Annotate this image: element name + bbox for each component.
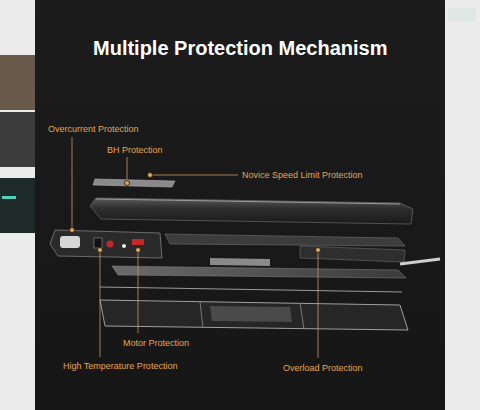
circuit-board: [210, 258, 270, 266]
base-frame: [100, 300, 408, 330]
leader-line: [318, 250, 319, 358]
leader-dot: [316, 248, 321, 253]
leader-line: [127, 157, 128, 183]
leader-dots: [70, 173, 321, 253]
leader-line: [100, 250, 101, 357]
title: Multiple Protection Mechanism: [93, 37, 387, 60]
frame-bar: [300, 303, 304, 329]
deck-edge: [96, 199, 400, 204]
running-deck: [90, 198, 413, 224]
top-cover: [93, 179, 175, 187]
motor-accent: [132, 239, 144, 245]
motor-part: [122, 244, 126, 248]
page-image: [0, 55, 35, 110]
page-image: [0, 112, 35, 167]
base-plate: [112, 266, 406, 278]
side-rail: [400, 259, 440, 264]
leader-dot: [136, 248, 141, 253]
rail: [100, 287, 402, 292]
leader-dot: [98, 248, 103, 253]
control-board: [300, 246, 405, 262]
modal-panel: [35, 0, 445, 410]
callout-label: Overcurrent Protection: [48, 123, 139, 135]
leader-line: [138, 250, 139, 333]
leader-line: [150, 175, 238, 176]
page-image: [0, 178, 35, 233]
page-image: [2, 196, 16, 199]
frame-bar: [200, 302, 203, 328]
callout-label: Novice Speed Limit Protection: [242, 169, 363, 181]
middle-plate: [165, 234, 405, 246]
motor-roller: [60, 236, 80, 248]
leader-dot: [148, 173, 153, 178]
page-badge: [448, 8, 476, 22]
leader-dot: [125, 181, 130, 186]
leader-dot: [70, 228, 75, 233]
callout-label: BH Protection: [107, 144, 163, 156]
frame-panel: [210, 306, 292, 322]
callout-label: Motor Protection: [123, 337, 189, 349]
callout-label: Overload Protection: [283, 362, 363, 374]
leader-line: [72, 137, 73, 230]
motor-part: [94, 238, 102, 248]
callout-label: High Temperature Protection: [63, 360, 177, 372]
motor-housing: [50, 230, 162, 258]
motor-accent: [107, 241, 114, 248]
